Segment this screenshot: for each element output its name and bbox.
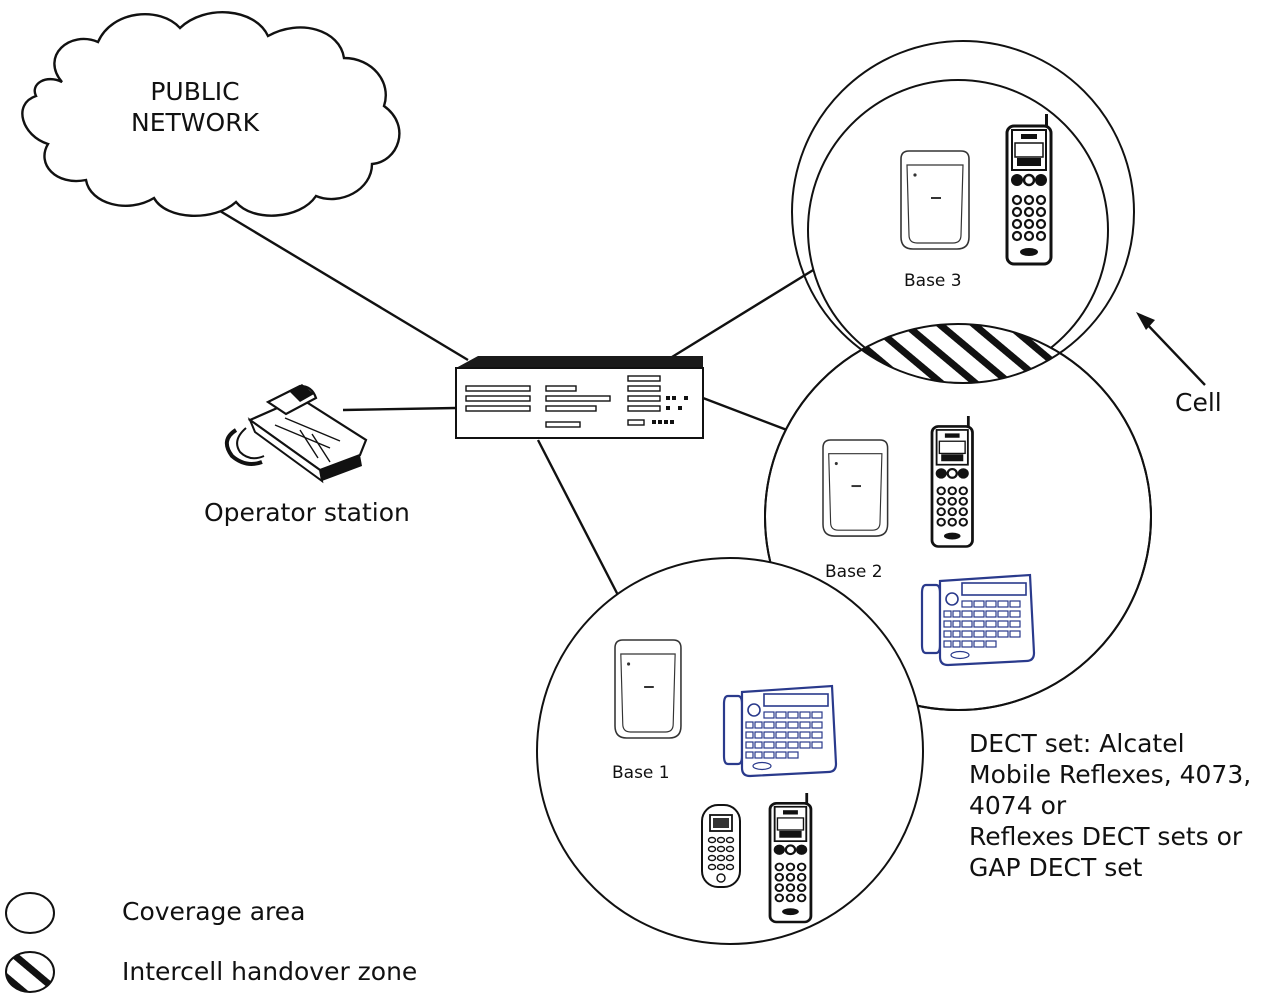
link-pbx-base1	[536, 439, 623, 602]
cell-label: Cell	[1175, 388, 1222, 417]
public-network-label: PUBLIC NETWORK	[131, 77, 259, 137]
cell-circle-base3	[791, 40, 1135, 384]
cell-pointer-arrow	[1136, 312, 1206, 386]
pbx-unit	[455, 356, 704, 439]
base-2-label: Base 2	[825, 562, 883, 582]
dect-handset-1-icon	[768, 791, 813, 924]
connection-lines	[214, 206, 824, 602]
desk-phone-1-icon	[722, 684, 838, 778]
legend-handover-label: Intercell handover zone	[122, 957, 418, 986]
dect-handset-3-icon	[1005, 112, 1053, 266]
base-station-1-icon	[614, 639, 682, 739]
base-3-label: Base 3	[904, 271, 962, 291]
link-pbx-public-network	[214, 206, 469, 362]
base-station-3-icon	[900, 150, 970, 250]
desk-phone-2-icon	[920, 573, 1036, 667]
public-network-cloud	[21, 11, 401, 218]
dect-set-note: DECT set: Alcatel Mobile Reflexes, 4073,…	[969, 729, 1252, 882]
link-pbx-operator	[342, 406, 457, 412]
base-1-label: Base 1	[612, 763, 670, 783]
operator-station-label: Operator station	[204, 498, 410, 527]
link-pbx-base3	[671, 262, 824, 359]
operator-station-phone	[224, 384, 368, 484]
small-handset-icon	[701, 804, 741, 888]
link-pbx-base2	[702, 396, 788, 432]
dect-handset-2-icon	[930, 414, 974, 548]
legend-handover-symbol	[5, 951, 55, 993]
legend-coverage-symbol	[5, 892, 55, 934]
legend-coverage-label: Coverage area	[122, 897, 306, 926]
base-station-2-icon	[822, 439, 889, 537]
